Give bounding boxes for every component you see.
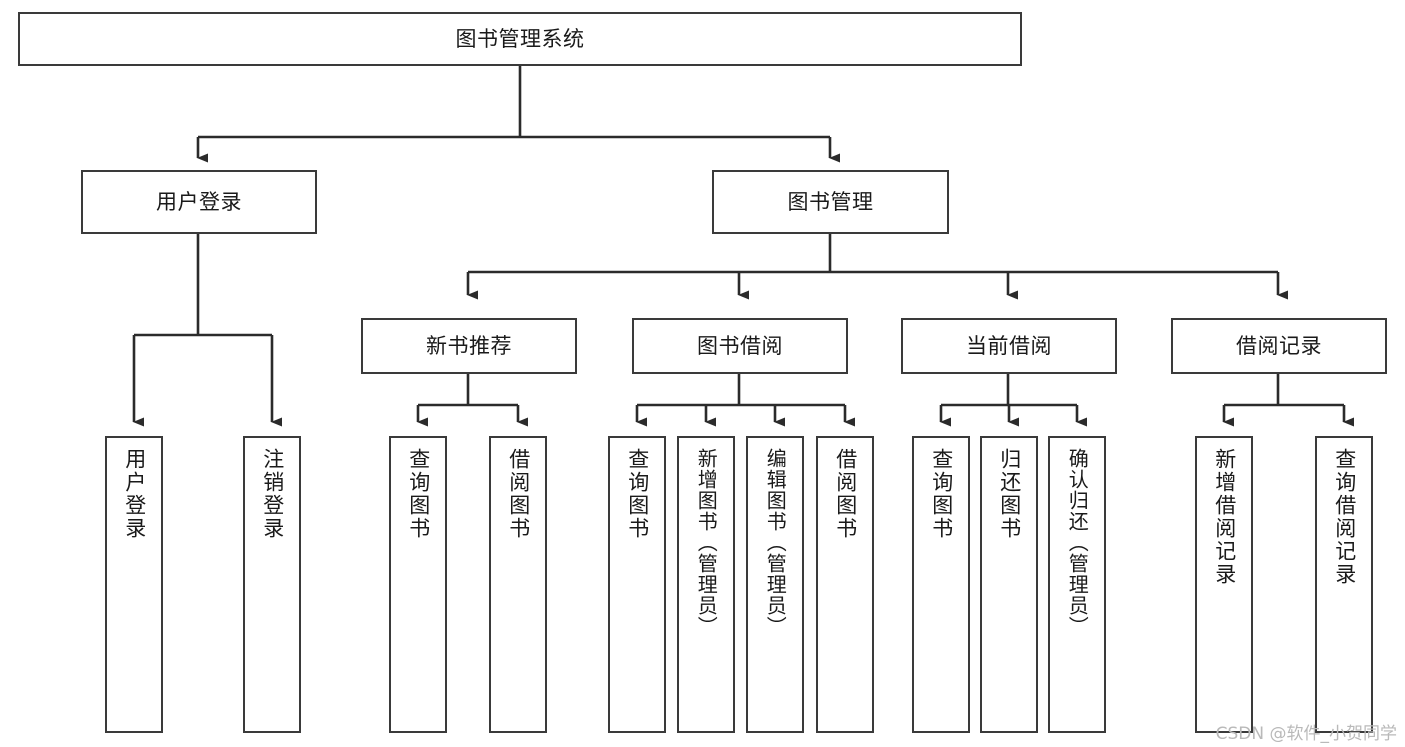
node-label: 查询图书 <box>929 448 954 540</box>
node-book-management[interactable]: 图书管理 <box>712 170 949 234</box>
node-label: 借阅图书 <box>833 448 858 540</box>
node-label: 新增图书（管理员） <box>694 448 719 637</box>
leaf-user-login-logout[interactable]: 注销登录 <box>243 436 301 733</box>
leaf-current-confirm-return-admin[interactable]: 确认归还（管理员） <box>1048 436 1106 733</box>
leaf-borrow-borrow-book[interactable]: 借阅图书 <box>816 436 874 733</box>
leaf-recommend-borrow-book[interactable]: 借阅图书 <box>489 436 547 733</box>
node-label: 新增借阅记录 <box>1212 448 1237 586</box>
node-label: 借阅记录 <box>1236 333 1322 358</box>
node-book-borrow[interactable]: 图书借阅 <box>632 318 848 374</box>
node-label: 查询图书 <box>406 448 431 540</box>
leaf-borrow-add-book-admin[interactable]: 新增图书（管理员） <box>677 436 735 733</box>
leaf-borrow-query-book[interactable]: 查询图书 <box>608 436 666 733</box>
leaf-current-return-book[interactable]: 归还图书 <box>980 436 1038 733</box>
node-label: 新书推荐 <box>426 333 512 358</box>
node-label: 用户登录 <box>122 448 147 540</box>
watermark-text: CSDN @软件_小贺同学 <box>1215 724 1397 744</box>
node-label: 注销登录 <box>260 448 285 540</box>
node-label: 查询借阅记录 <box>1332 448 1357 586</box>
node-label: 确认归还（管理员） <box>1065 448 1090 637</box>
leaf-current-query-book[interactable]: 查询图书 <box>912 436 970 733</box>
node-label: 用户登录 <box>156 189 242 214</box>
node-label: 编辑图书（管理员） <box>763 448 788 637</box>
leaf-record-query-record[interactable]: 查询借阅记录 <box>1315 436 1373 733</box>
node-new-book-recommend[interactable]: 新书推荐 <box>361 318 577 374</box>
node-current-borrow[interactable]: 当前借阅 <box>901 318 1117 374</box>
leaf-recommend-query-book[interactable]: 查询图书 <box>389 436 447 733</box>
node-label: 当前借阅 <box>966 333 1052 358</box>
node-label: 查询图书 <box>625 448 650 540</box>
leaf-user-login-login[interactable]: 用户登录 <box>105 436 163 733</box>
leaf-borrow-edit-book-admin[interactable]: 编辑图书（管理员） <box>746 436 804 733</box>
node-label: 图书借阅 <box>697 333 783 358</box>
node-label: 图书管理系统 <box>455 26 585 51</box>
node-root-system[interactable]: 图书管理系统 <box>18 12 1022 66</box>
node-label: 图书管理 <box>787 189 874 214</box>
node-label: 归还图书 <box>997 448 1022 540</box>
node-user-login[interactable]: 用户登录 <box>81 170 317 234</box>
node-borrow-record[interactable]: 借阅记录 <box>1171 318 1387 374</box>
node-label: 借阅图书 <box>506 448 531 540</box>
leaf-record-add-record[interactable]: 新增借阅记录 <box>1195 436 1253 733</box>
